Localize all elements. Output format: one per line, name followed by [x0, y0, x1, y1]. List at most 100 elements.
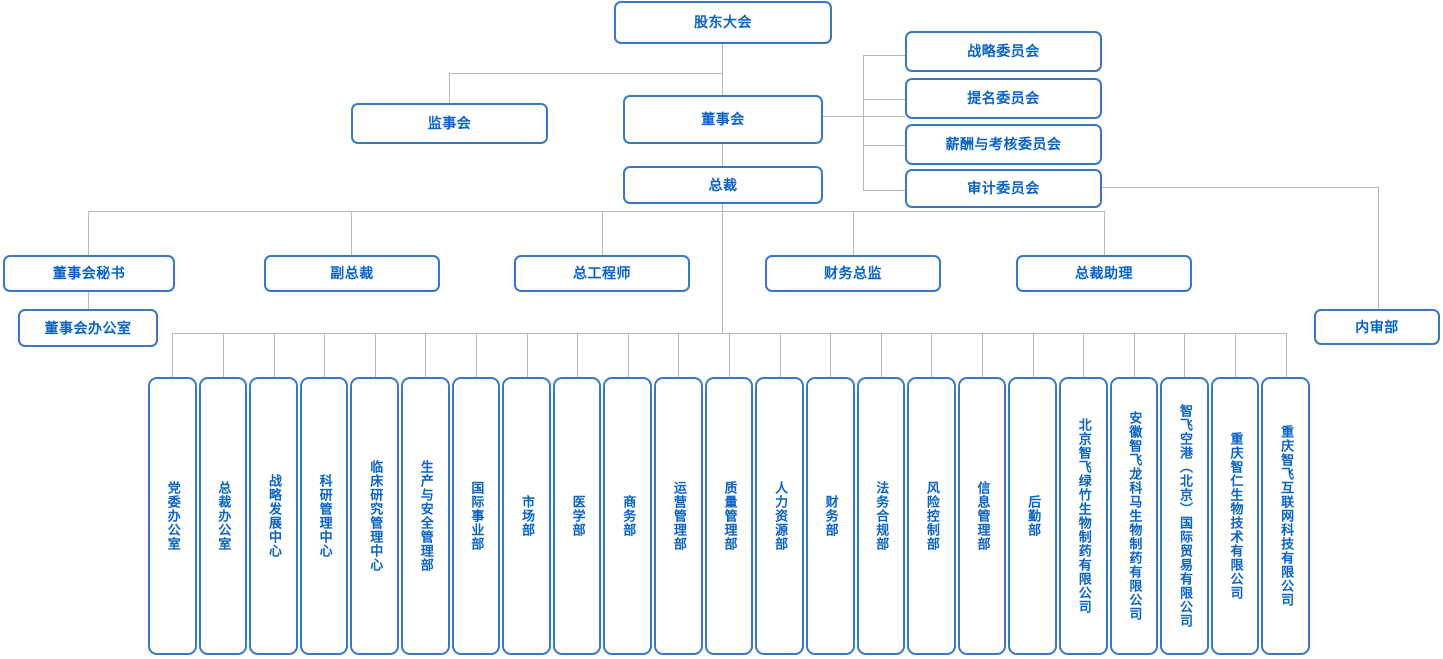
- box-committee-nomination[interactable]: 提名委员会: [905, 78, 1102, 119]
- box-president[interactable]: 总裁: [623, 166, 823, 204]
- box-department[interactable]: 风险控制部: [907, 377, 956, 655]
- box-supervisory-board[interactable]: 监事会: [351, 103, 548, 144]
- box-department[interactable]: 质量管理部: [704, 377, 754, 655]
- box-department[interactable]: 市场部: [502, 377, 551, 655]
- connector-department-drop: [274, 333, 275, 377]
- box-department[interactable]: 国际事业部: [451, 377, 501, 655]
- box-board-office[interactable]: 董事会办公室: [18, 309, 158, 347]
- label-department: 重庆智飞互联网科技有限公司: [1279, 425, 1295, 607]
- box-department[interactable]: 科研管理中心: [299, 377, 349, 655]
- box-chief-engineer[interactable]: 总工程师: [514, 255, 690, 292]
- label-cfo: 财务总监: [824, 265, 882, 282]
- box-department[interactable]: 战略发展中心: [249, 377, 298, 655]
- label-department: 智飞空港（北京）国际贸易有限公司: [1177, 404, 1193, 628]
- label-board-secretary: 董事会秘书: [52, 265, 126, 282]
- connector-committee-2: [863, 99, 907, 100]
- connector-shareholders-to-board: [722, 44, 723, 101]
- label-department: 总裁办公室: [216, 481, 232, 551]
- connector-department-drop: [1286, 333, 1287, 377]
- label-department: 临床研究管理中心: [368, 460, 384, 572]
- connector-exec-drop-4: [853, 211, 854, 255]
- box-committee-strategy[interactable]: 战略委员会: [905, 31, 1102, 72]
- label-chief-engineer: 总工程师: [573, 265, 631, 282]
- box-president-assistant[interactable]: 总裁助理: [1016, 255, 1192, 292]
- connector-audit-to-internal-vertical: [1378, 187, 1379, 309]
- box-department[interactable]: 党委办公室: [148, 377, 197, 655]
- label-department: 党委办公室: [165, 481, 181, 551]
- label-department: 科研管理中心: [317, 474, 333, 558]
- box-department[interactable]: 人力资源部: [755, 377, 804, 655]
- box-department[interactable]: 北京智飞绿竹生物制药有限公司: [1058, 377, 1108, 655]
- box-department[interactable]: 医学部: [552, 377, 602, 655]
- label-department: 重庆智仁生物技术有限公司: [1228, 432, 1244, 600]
- box-department[interactable]: 运营管理部: [654, 377, 703, 655]
- box-department[interactable]: 后勤部: [1008, 377, 1057, 655]
- connector-department-drop: [476, 333, 477, 377]
- connector-department-drop: [982, 333, 983, 377]
- box-shareholders-meeting[interactable]: 股东大会: [614, 1, 832, 44]
- label-department: 财务部: [823, 495, 839, 537]
- box-department[interactable]: 重庆智仁生物技术有限公司: [1210, 377, 1260, 655]
- label-president: 总裁: [708, 176, 738, 193]
- label-department: 后勤部: [1026, 495, 1042, 537]
- box-internal-audit[interactable]: 内审部: [1314, 309, 1440, 345]
- connector-president-to-dept-spine: [722, 211, 723, 333]
- connector-supervisory-horizontal: [449, 73, 723, 74]
- box-committee-remuneration[interactable]: 薪酬与考核委员会: [905, 124, 1102, 165]
- label-committee-audit: 审计委员会: [967, 180, 1040, 197]
- label-committee-strategy: 战略委员会: [967, 43, 1040, 60]
- connector-exec-drop-5: [1104, 211, 1105, 255]
- box-department[interactable]: 安徽智飞龙科马生物制药有限公司: [1109, 377, 1159, 655]
- connector-exec-drop-3: [602, 211, 603, 255]
- connector-department-drop: [881, 333, 882, 377]
- connector-exec-drop-1: [88, 211, 89, 255]
- box-department[interactable]: 财务部: [805, 377, 855, 655]
- box-vice-president[interactable]: 副总裁: [264, 255, 440, 292]
- box-board-secretary[interactable]: 董事会秘书: [3, 255, 175, 292]
- label-department: 医学部: [570, 495, 586, 537]
- label-president-assistant: 总裁助理: [1075, 265, 1133, 282]
- label-board-office: 董事会办公室: [44, 319, 132, 336]
- label-department: 人力资源部: [773, 481, 789, 551]
- box-department[interactable]: 总裁办公室: [198, 377, 248, 655]
- box-cfo[interactable]: 财务总监: [765, 255, 941, 292]
- box-board-of-directors[interactable]: 董事会: [623, 95, 823, 144]
- connector-department-drop: [577, 333, 578, 377]
- connector-department-drop: [678, 333, 679, 377]
- connector-department-drop: [1235, 333, 1236, 377]
- connector-department-drop: [425, 333, 426, 377]
- box-department[interactable]: 法务合规部: [856, 377, 906, 655]
- label-department: 国际事业部: [469, 481, 485, 551]
- label-vice-president: 副总裁: [330, 265, 374, 282]
- label-department: 战略发展中心: [266, 474, 282, 558]
- label-department: 运营管理部: [671, 481, 687, 551]
- connector-president-down: [722, 204, 723, 212]
- box-committee-audit[interactable]: 审计委员会: [905, 169, 1102, 208]
- box-department[interactable]: 重庆智飞互联网科技有限公司: [1261, 377, 1310, 655]
- connector-committee-spine: [863, 55, 864, 190]
- connector-department-drop: [324, 333, 325, 377]
- label-department: 信息管理部: [975, 481, 991, 551]
- connector-department-drop: [628, 333, 629, 377]
- label-committee-remuneration: 薪酬与考核委员会: [945, 136, 1062, 153]
- connector-committee-4: [863, 190, 907, 191]
- label-shareholders-meeting: 股东大会: [694, 14, 752, 31]
- label-department: 商务部: [621, 495, 637, 537]
- label-department: 质量管理部: [722, 481, 738, 551]
- label-department: 风险控制部: [924, 481, 940, 551]
- box-department[interactable]: 生产与安全管理部: [401, 377, 450, 655]
- connector-department-drop: [830, 333, 831, 377]
- box-department[interactable]: 信息管理部: [957, 377, 1007, 655]
- label-board-of-directors: 董事会: [701, 111, 745, 128]
- box-department[interactable]: 智飞空港（北京）国际贸易有限公司: [1160, 377, 1209, 655]
- connector-department-drop: [527, 333, 528, 377]
- connector-committee-1: [863, 55, 907, 56]
- connector-department-drop: [223, 333, 224, 377]
- box-department[interactable]: 临床研究管理中心: [350, 377, 400, 655]
- label-department: 安徽智飞龙科马生物制药有限公司: [1127, 411, 1143, 621]
- connector-department-drop: [780, 333, 781, 377]
- box-department[interactable]: 商务部: [603, 377, 653, 655]
- connector-board-to-president: [722, 144, 723, 166]
- connector-committee-3: [863, 145, 907, 146]
